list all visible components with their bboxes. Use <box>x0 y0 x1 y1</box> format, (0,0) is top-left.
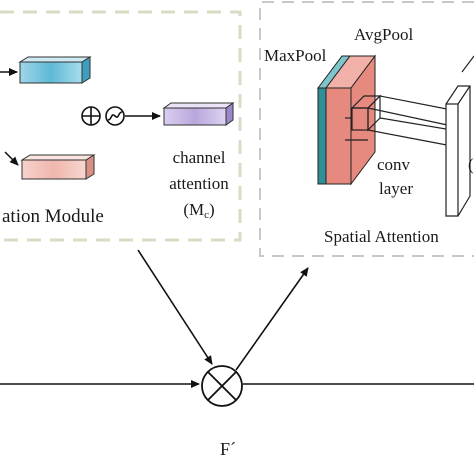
conv-projection-lines <box>367 95 453 147</box>
feature-f-prime-label: F´ <box>220 439 236 459</box>
spatial-module-title: Spatial Attention <box>324 227 439 246</box>
channel-attention-label-line3: (Mc) <box>183 200 214 221</box>
to-spatial-arrow <box>235 267 309 371</box>
channel-attention-module: channel attention (Mc) ation Module <box>0 10 242 242</box>
trailing-mc-label: (M <box>468 155 474 174</box>
channel-attention-label-line2: attention <box>169 174 229 193</box>
sigmoid-icon <box>105 106 125 126</box>
main-feature-path: F´ <box>0 249 474 459</box>
conv-label-line1: conv <box>377 155 411 174</box>
channel-module-title: ation Module <box>2 206 104 227</box>
elementwise-sum-icon <box>81 106 101 126</box>
arrow-to-red-bar <box>4 151 19 166</box>
avgpool-feature-bar <box>18 56 92 84</box>
mc-prefix: (M <box>183 200 204 219</box>
channel-output-arrow <box>137 249 213 365</box>
channel-attention-label-line1: channel <box>173 148 226 167</box>
channel-attention-bar <box>162 102 235 126</box>
conv-label-line2: layer <box>379 179 413 198</box>
avgpool-slab <box>325 54 376 186</box>
elementwise-multiply-icon <box>201 365 243 407</box>
maxpool-feature-bar <box>20 154 96 180</box>
mc-close: ) <box>209 200 215 219</box>
spatial-module-border <box>259 1 474 257</box>
spatial-attention-module: MaxPool AvgPool <box>259 1 474 257</box>
spatial-attention-map <box>445 55 474 217</box>
avgpool-label: AvgPool <box>354 25 413 44</box>
channel-module-border <box>0 10 242 242</box>
maxpool-label: MaxPool <box>264 46 327 65</box>
mc-subscript: c <box>204 209 209 221</box>
